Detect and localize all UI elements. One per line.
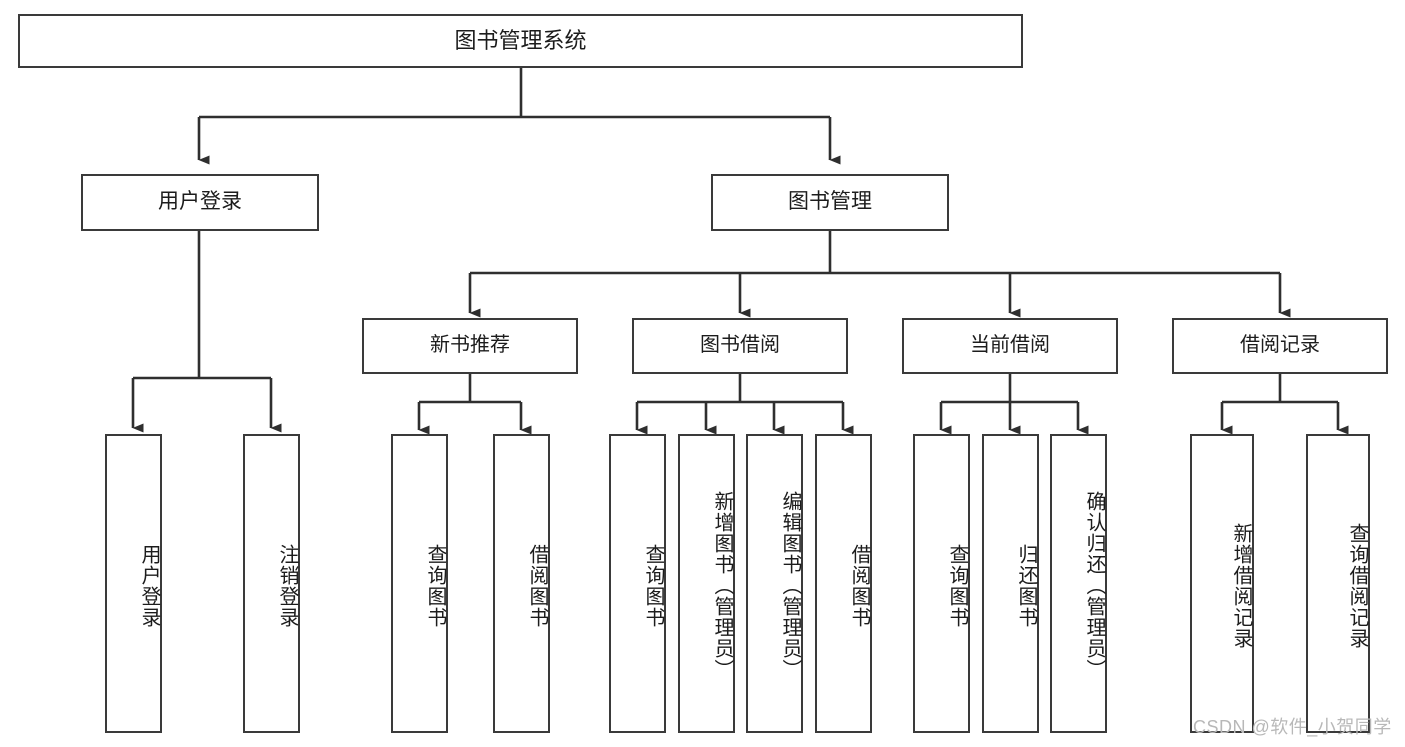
node-label: 查询借阅记录 [1346, 522, 1368, 649]
node-label: 图书管理 [788, 190, 872, 214]
node-label: 当前借阅 [970, 334, 1050, 357]
node-label: 注销登录 [276, 543, 298, 628]
leaf-book-borrow-borrow-book[interactable]: 借阅图书 [815, 434, 872, 733]
node-label: 编辑图书（管理员） [779, 491, 801, 680]
leaf-user-login-login[interactable]: 用户登录 [105, 434, 162, 733]
node-label: 查询图书 [642, 543, 664, 628]
leaf-borrow-record-add-record[interactable]: 新增借阅记录 [1190, 434, 1254, 733]
leaf-current-borrow-confirm-return-admin[interactable]: 确认归还（管理员） [1050, 434, 1107, 733]
leaf-borrow-record-query-record[interactable]: 查询借阅记录 [1306, 434, 1370, 733]
node-label: 新增借阅记录 [1230, 522, 1252, 649]
node-label: 借阅图书 [848, 543, 870, 628]
node-book-management[interactable]: 图书管理 [711, 174, 949, 231]
node-label: 确认归还（管理员） [1083, 491, 1105, 680]
node-label: 用户登录 [158, 190, 242, 214]
leaf-new-book-borrow-book[interactable]: 借阅图书 [493, 434, 550, 733]
leaf-new-book-query-book[interactable]: 查询图书 [391, 434, 448, 733]
node-borrow-record[interactable]: 借阅记录 [1172, 318, 1388, 374]
leaf-book-borrow-edit-book-admin[interactable]: 编辑图书（管理员） [746, 434, 803, 733]
leaf-book-borrow-query-book[interactable]: 查询图书 [609, 434, 666, 733]
node-label: 图书借阅 [700, 334, 780, 357]
leaf-book-borrow-add-book-admin[interactable]: 新增图书（管理员） [678, 434, 735, 733]
node-label: 借阅图书 [526, 543, 548, 628]
node-label: 借阅记录 [1240, 334, 1320, 357]
node-label: 查询图书 [424, 543, 446, 628]
node-root-book-management-system[interactable]: 图书管理系统 [18, 14, 1023, 68]
node-label: 新增图书（管理员） [711, 491, 733, 680]
node-label: 图书管理系统 [454, 28, 587, 54]
node-label: 用户登录 [138, 543, 160, 628]
node-book-borrow[interactable]: 图书借阅 [632, 318, 848, 374]
node-user-login[interactable]: 用户登录 [81, 174, 319, 231]
node-current-borrow[interactable]: 当前借阅 [902, 318, 1118, 374]
node-label: 新书推荐 [430, 334, 510, 357]
leaf-current-borrow-return-book[interactable]: 归还图书 [982, 434, 1039, 733]
leaf-current-borrow-query-book[interactable]: 查询图书 [913, 434, 970, 733]
node-new-book-recommend[interactable]: 新书推荐 [362, 318, 578, 374]
node-label: 归还图书 [1015, 543, 1037, 628]
leaf-user-login-logout[interactable]: 注销登录 [243, 434, 300, 733]
node-label: 查询图书 [946, 543, 968, 628]
